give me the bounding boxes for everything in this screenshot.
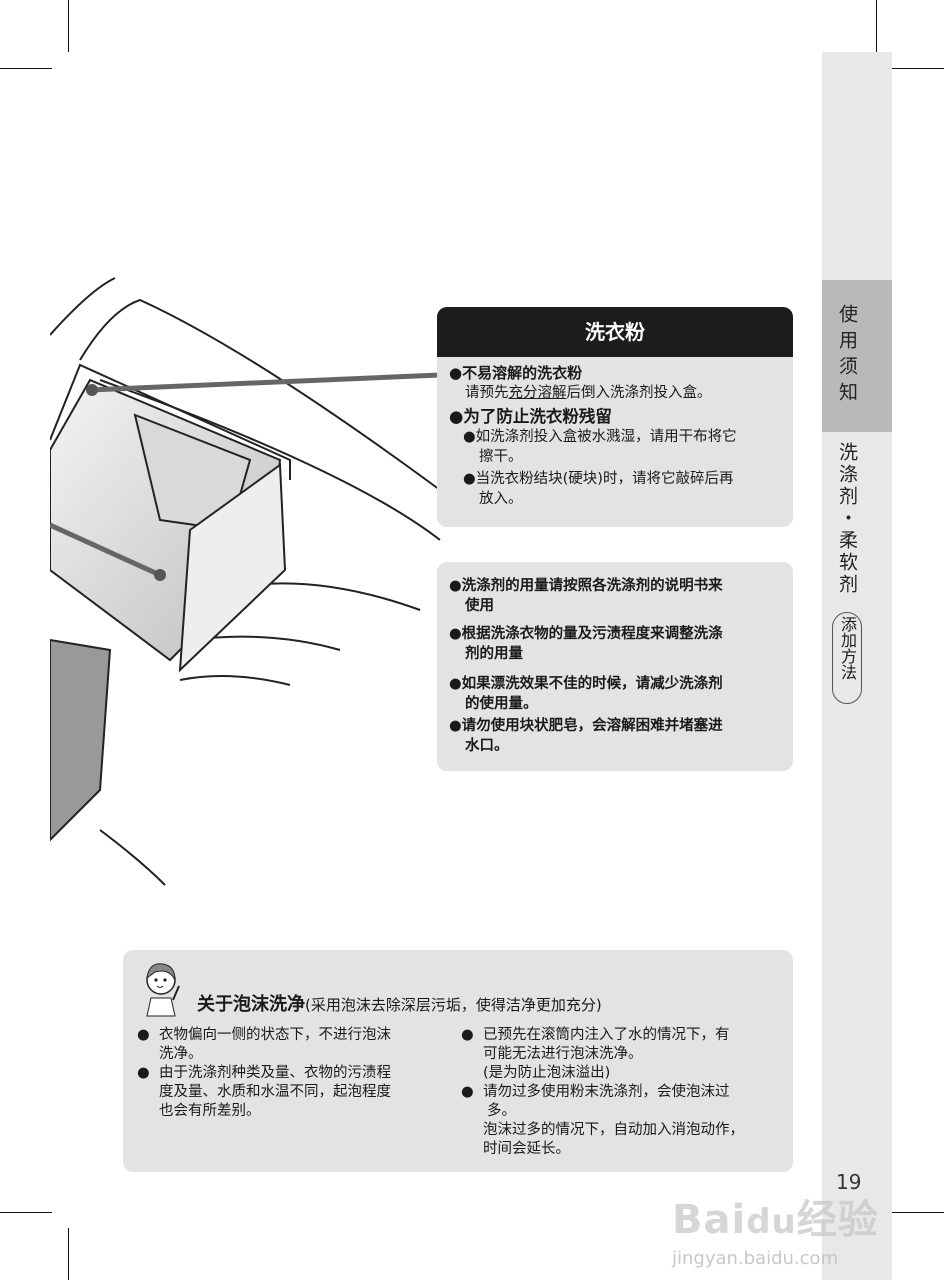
crop-mark — [68, 1228, 69, 1280]
powder-detergent-panel: 洗衣粉 ●不易溶解的洗衣粉 请预先充分溶解后倒入洗涤剂投入盒。 ●为了防止洗衣粉… — [437, 307, 793, 527]
side-tab-detergent: 洗涤剂・柔软剂 — [836, 442, 858, 596]
text: 请勿过多使用粉末洗涤剂，会使泡沫过 — [483, 1084, 730, 1100]
text: 请预先充分溶解后倒入洗涤剂投入盒。 — [449, 383, 783, 403]
usage-item: ●根据洗涤衣物的量及污渍程度来调整洗涤 — [449, 626, 723, 642]
text-part: 后倒入洗涤剂投入盒。 — [566, 385, 712, 401]
usage-item: ●如果漂洗效果不佳的时候，请减少洗涤剂 — [449, 676, 723, 692]
foam-right-column: ●已预先在滚筒内注入了水的情况下，有可能无法进行泡沫洗净。(是为防止泡沫溢出) … — [461, 1026, 791, 1159]
text: 多。 — [487, 1103, 516, 1119]
bullet-item-cont: 擦干。 — [479, 449, 523, 465]
usage-item-cont: 的使用量。 — [465, 696, 538, 712]
text: 洗净。 — [159, 1046, 203, 1062]
text: 可能无法进行泡沫洗净。 — [483, 1046, 643, 1062]
girl-mascot-icon — [146, 963, 180, 1017]
foam-left-column: ● 衣物偏向一侧的状态下，不进行泡沫洗净。 ● 由于洗涤剂种类及量、衣物的污渍程度及… — [137, 1026, 457, 1121]
bullet-item: ●当洗衣粉结块(硬块)时，请将它敲碎后再 — [463, 471, 734, 487]
page-number: 19 — [836, 1170, 862, 1194]
crop-mark — [892, 1212, 944, 1213]
usage-item-cont: 水口。 — [465, 738, 509, 754]
text: 度及量、水质和水温不同，起泡程度 — [159, 1084, 391, 1100]
usage-item-cont: 剂的用量 — [465, 646, 523, 662]
bullet-item: ●如洗涤剂投入盒被水溅湿，请用干布将它 — [463, 429, 737, 445]
text: 衣物偏向一侧的状态下，不进行泡沫 — [159, 1027, 391, 1043]
heading: ●为了防止洗衣粉残留 — [449, 407, 612, 426]
usage-item: ●洗涤剂的用量请按照各洗涤剂的说明书来 — [449, 578, 723, 594]
panel-title: 洗衣粉 — [437, 307, 793, 357]
crop-mark — [68, 0, 69, 52]
foam-subtitle: (采用泡沫去除深层污垢，使得洁净更加充分) — [305, 996, 602, 1014]
bullet: ● — [137, 1065, 150, 1081]
list-item: ● 由于洗涤剂种类及量、衣物的污渍程度及量、水质和水温不同，起泡程度也会有所差别。 — [137, 1064, 457, 1121]
text: 由于洗涤剂种类及量、衣物的污渍程 — [159, 1065, 391, 1081]
foam-heading: 关于泡沫洗净(采用泡沫去除深层污垢，使得洁净更加充分) — [197, 990, 602, 1016]
bullet-item-cont: 放入。 — [479, 491, 523, 507]
detergent-drawer-illustration — [50, 277, 441, 886]
text: 已预先在滚筒内注入了水的情况下，有 — [483, 1027, 730, 1043]
text-part: 请预先 — [465, 385, 509, 401]
usage-item-cont: 使用 — [465, 598, 494, 614]
crop-mark — [0, 1212, 52, 1213]
side-tab-sub-text: 添加方法 — [838, 616, 857, 680]
usage-item: ●请勿使用块状肥皂，会溶解困难并堵塞进 — [449, 718, 723, 734]
list-item: ● 请勿过多使用粉末洗涤剂，会使泡沫过多。泡沫过多的情况下，自动加入消泡动作， 时间… — [461, 1083, 791, 1159]
list-item: ● 已预先在滚筒内注入了水的情况下，有可能无法进行泡沫洗净。 (是为防止泡沫溢出) — [461, 1026, 791, 1083]
side-tab-bar — [822, 52, 892, 1280]
heading: ●不易溶解的洗衣粉 — [449, 364, 583, 382]
text: (是为防止泡沫溢出) — [483, 1065, 611, 1081]
bullet: ● — [461, 1027, 474, 1043]
text: 泡沫过多的情况下，自动加入消泡动作， — [483, 1122, 744, 1138]
bullet: ● — [137, 1027, 150, 1043]
text: 时间会延长。 — [483, 1141, 570, 1157]
side-tab-sub-label: 添加方法 — [832, 612, 862, 704]
side-tab-usage-notes: 使用须知 — [836, 304, 858, 408]
baidu-watermark-logo: Baidu经验 — [672, 1197, 879, 1243]
crop-mark — [0, 68, 52, 69]
list-item: ● 衣物偏向一侧的状态下，不进行泡沫洗净。 — [137, 1026, 457, 1064]
foam-wash-panel: 关于泡沫洗净(采用泡沫去除深层污垢，使得洁净更加充分) ● 衣物偏向一侧的状态下，… — [123, 950, 793, 1172]
underlined-text: 充分溶解 — [508, 385, 567, 401]
side-tab-active — [822, 280, 892, 432]
crop-mark — [892, 68, 944, 69]
detergent-usage-panel: ●洗涤剂的用量请按照各洗涤剂的说明书来 使用 ●根据洗涤衣物的量及污渍程度来调整… — [437, 562, 793, 771]
crop-mark — [876, 0, 877, 52]
bullet: ● — [461, 1084, 474, 1100]
text: 也会有所差别。 — [159, 1103, 261, 1119]
foam-title: 关于泡沫洗净 — [197, 994, 305, 1015]
watermark-url: jingyan.baidu.com — [672, 1248, 839, 1269]
